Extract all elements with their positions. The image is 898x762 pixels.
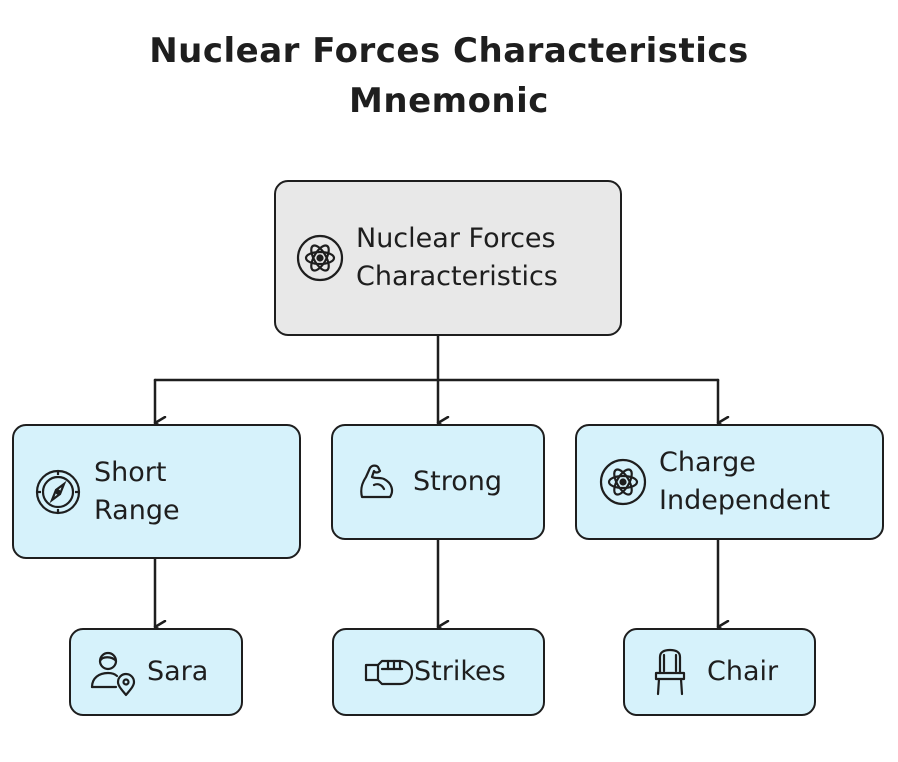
flexed-bicep-icon	[353, 458, 401, 506]
node-sara[interactable]: Sara	[69, 628, 243, 716]
node-strikes[interactable]: Strikes	[332, 628, 545, 716]
compass-icon	[32, 466, 84, 518]
atom-icon	[597, 456, 649, 508]
title-line-1: Nuclear Forces Characteristics	[149, 31, 749, 71]
node-label: Strikes	[414, 656, 506, 687]
node-strong[interactable]: Strong	[331, 424, 545, 540]
node-charge-independent[interactable]: Charge Independent	[575, 424, 884, 540]
node-label: Chair	[707, 656, 779, 687]
node-label: Nuclear Forces Characteristics	[356, 223, 558, 292]
chair-icon	[647, 647, 693, 697]
node-label: Sara	[147, 656, 209, 687]
diagram-title: Nuclear Forces Characteristics Mnemonic	[0, 26, 898, 126]
title-line-2: Mnemonic	[349, 81, 549, 121]
node-label: Short Range	[94, 456, 180, 526]
person-location-icon	[87, 646, 139, 698]
node-chair[interactable]: Chair	[623, 628, 816, 716]
node-label: Strong	[413, 466, 503, 497]
node-nuclear-forces-characteristics[interactable]: Nuclear Forces Characteristics	[274, 180, 622, 336]
atom-icon	[294, 232, 346, 284]
node-label: Charge Independent	[659, 447, 831, 516]
punching-fist-icon	[364, 652, 414, 692]
node-short-range[interactable]: Short Range	[12, 424, 301, 559]
